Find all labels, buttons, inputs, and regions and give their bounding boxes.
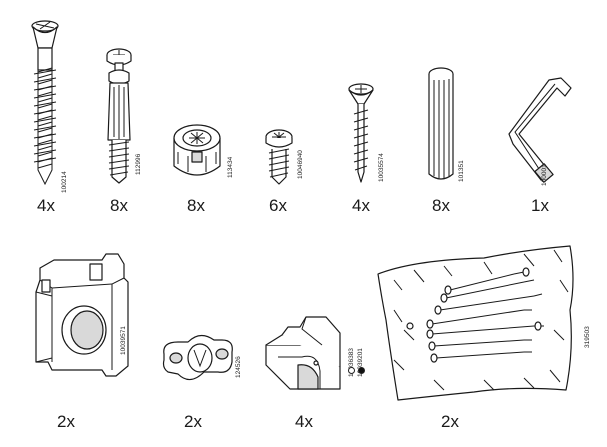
- clip-fitting-part: 124526: [158, 328, 248, 388]
- quantity-label: 4x: [352, 196, 370, 215]
- nail-bag-part: 319503: [374, 240, 599, 405]
- part-code: 112996: [135, 153, 142, 175]
- quantity-label: 8x: [432, 196, 450, 215]
- allen-key-part: 100001: [505, 76, 585, 186]
- part-code: 124526: [235, 356, 242, 378]
- part-code: 10039571: [120, 326, 127, 355]
- wood-screw-part: 10035574: [344, 82, 389, 192]
- nail-bag-icon: [377, 245, 574, 401]
- part-code: 10046940: [297, 150, 304, 179]
- quantity-label: 1x: [531, 196, 549, 215]
- long-screw-part: 100214: [28, 18, 68, 198]
- part-code: 319503: [584, 326, 591, 348]
- corner-cap-part: 10036383 10039201: [262, 315, 372, 395]
- short-screw-icon: [265, 129, 293, 185]
- wood-screw-icon: [348, 83, 374, 183]
- quantity-label: 8x: [110, 196, 128, 215]
- wood-dowel-part: 101351: [424, 66, 469, 191]
- black-color-dot: [358, 367, 365, 374]
- wall-bracket-icon: [35, 253, 129, 377]
- cam-bolt-icon: [106, 48, 132, 184]
- white-color-dot: [348, 367, 355, 374]
- part-code: 100214: [61, 171, 68, 193]
- quantity-label: 2x: [57, 412, 75, 431]
- long-screw-icon: [31, 20, 59, 186]
- part-code: 100001: [541, 164, 548, 186]
- cam-lock-icon: [173, 124, 221, 176]
- wall-bracket-part: 10039571: [32, 250, 142, 390]
- part-code: 10035574: [378, 153, 385, 182]
- allen-key-icon: [508, 77, 572, 183]
- cam-lock-part: 113434: [172, 118, 234, 188]
- cam-bolt-part: 112996: [102, 45, 142, 195]
- corner-cap-icon: [265, 316, 341, 390]
- part-code: 113434: [227, 156, 234, 178]
- clip-fitting-icon: [162, 334, 233, 381]
- quantity-label: 6x: [269, 196, 287, 215]
- short-screw-part: 10046940: [262, 127, 307, 192]
- quantity-label: 4x: [295, 412, 313, 431]
- quantity-label: 2x: [184, 412, 202, 431]
- quantity-label: 4x: [37, 196, 55, 215]
- quantity-label: 8x: [187, 196, 205, 215]
- part-code: 101351: [458, 160, 465, 182]
- quantity-label: 2x: [441, 412, 459, 431]
- wood-dowel-icon: [428, 67, 454, 180]
